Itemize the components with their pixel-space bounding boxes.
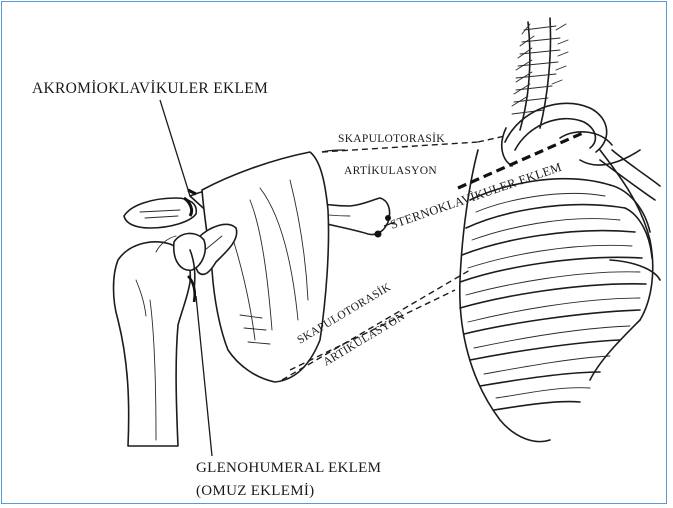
scapula — [194, 152, 329, 382]
acromioclavicular-label: AKROMİOKLAVİKULER EKLEM — [32, 80, 268, 97]
scapulothoracic-upper-label-line1: SKAPULOTORASİK — [338, 131, 445, 145]
glenohumeral-label-line1: GLENOHUMERAL EKLEM — [196, 460, 381, 476]
vertebral-column — [512, 18, 568, 130]
humerus — [114, 233, 206, 446]
scapulothoracic-upper-label-line2: ARTİKULASYON — [344, 163, 437, 177]
glenohumeral-label-line2: (OMUZ EKLEMİ) — [196, 483, 314, 499]
acromion — [124, 198, 196, 228]
